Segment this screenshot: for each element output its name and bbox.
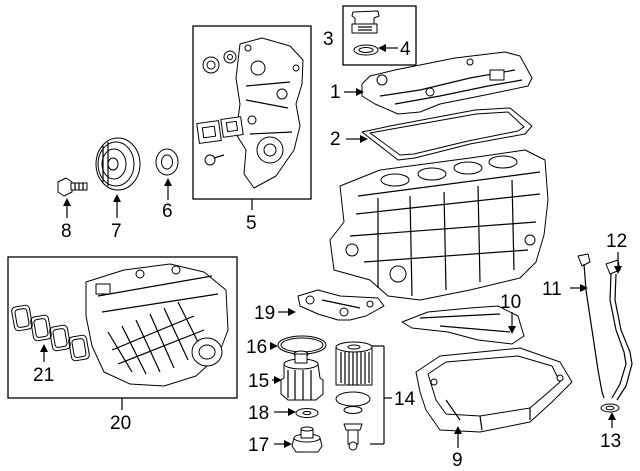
oil-filter-kit-part[interactable] [335, 341, 373, 451]
timing-cover-small-parts[interactable] [196, 50, 244, 166]
dipstick-tube-part[interactable] [605, 259, 633, 401]
leader-lines [40, 44, 622, 448]
crankshaft-seal-part[interactable] [155, 148, 179, 176]
callout-14: 14 [394, 389, 416, 410]
callout-1: 1 [330, 82, 341, 103]
callout-12: 12 [606, 231, 627, 252]
oil-dipstick-part[interactable] [577, 253, 605, 399]
callout-11: 11 [542, 279, 562, 300]
callout-6: 6 [162, 201, 173, 222]
tube-o-ring-part[interactable] [600, 403, 620, 413]
cap-gasket-part[interactable] [353, 44, 379, 56]
callout-18: 18 [248, 403, 269, 424]
callout-2: 2 [330, 129, 341, 150]
valve-cover-gasket-part[interactable] [361, 107, 533, 161]
oil-filler-cap-part[interactable] [351, 10, 380, 34]
crankshaft-pulley-part[interactable] [95, 137, 141, 191]
oil-pan-part[interactable] [415, 347, 573, 433]
callout-19: 19 [254, 303, 275, 324]
callout-13: 13 [600, 431, 621, 452]
callout-7: 7 [111, 221, 122, 242]
callout-15: 15 [248, 371, 269, 392]
baffle-plate-part[interactable] [401, 305, 525, 345]
callout-20: 20 [110, 413, 131, 434]
callout-21: 21 [33, 365, 54, 386]
drain-plug-part[interactable] [291, 426, 323, 453]
valve-cover-part[interactable] [361, 51, 533, 115]
group-box-3-4 [342, 5, 417, 66]
mount-bracket-part[interactable] [297, 289, 385, 321]
callout-4: 4 [400, 39, 411, 60]
callout-8: 8 [61, 221, 72, 242]
pulley-bolt-part[interactable] [57, 177, 88, 197]
intake-manifold-part[interactable] [85, 263, 229, 387]
callout-5: 5 [246, 213, 257, 234]
callout-3: 3 [323, 29, 334, 50]
engine-block [329, 149, 549, 301]
callout-labels: 1 2 3 4 5 6 7 8 9 10 11 12 13 14 15 16 1… [33, 29, 627, 471]
oil-filter-housing-part[interactable] [280, 350, 324, 401]
callout-17: 17 [248, 435, 269, 456]
callout-16: 16 [246, 337, 267, 358]
callout-10: 10 [500, 292, 521, 313]
callout-9: 9 [452, 450, 463, 471]
intake-gaskets-part[interactable] [11, 304, 90, 362]
drain-washer-part[interactable] [295, 408, 319, 418]
timing-cover-part[interactable] [235, 37, 304, 189]
